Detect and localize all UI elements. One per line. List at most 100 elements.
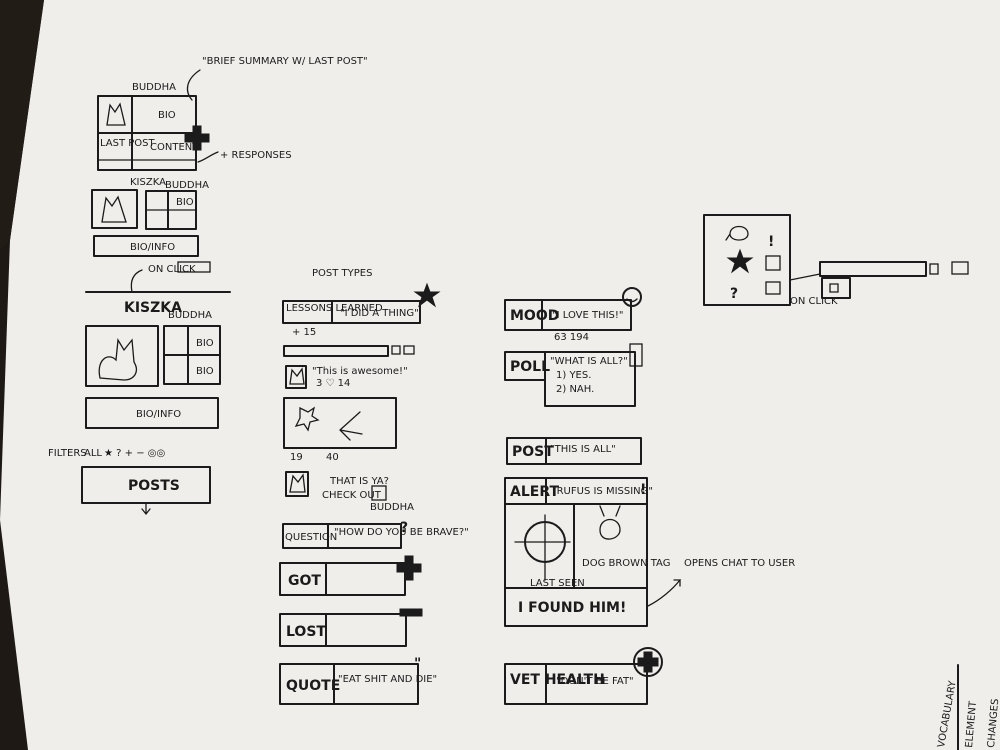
sun-icon [294, 406, 320, 432]
svg-text:THAT IS YA?: THAT IS YA? [329, 476, 389, 487]
svg-text:I FOUND HIM!: I FOUND HIM! [518, 600, 626, 616]
icon-palette [703, 214, 791, 306]
svg-text:"THIS IS ALL": "THIS IS ALL" [550, 444, 616, 455]
quote-post [279, 663, 419, 705]
dog-icon [599, 505, 621, 540]
svg-text:BIO: BIO [196, 366, 214, 377]
vet-post [504, 663, 648, 705]
svg-text:VET HEALTH: VET HEALTH [510, 672, 605, 688]
svg-text:BUDDHA: BUDDHA [168, 310, 212, 321]
svg-text:BIO: BIO [176, 197, 194, 208]
svg-text:ON CLICK: ON CLICK [790, 296, 838, 307]
svg-text:"HOW DO YOU BE BRAVE?": "HOW DO YOU BE BRAVE?" [334, 527, 469, 538]
svg-text:MOOD: MOOD [510, 308, 559, 324]
svg-text:LOST: LOST [286, 624, 326, 640]
profile-block-kiszka-expanded: KISZKA BUDDHA BIO BIO BIO/INFO FILTERS A… [48, 300, 221, 516]
svg-text:GOT: GOT [288, 573, 321, 589]
svg-text:LAST SEEN: LAST SEEN [530, 578, 585, 589]
profile-name: BUDDHA [132, 82, 176, 93]
question-post [282, 523, 402, 549]
svg-text:ON CLICK: ON CLICK [148, 264, 196, 275]
input-bar [283, 345, 389, 357]
svg-text:BIO: BIO [158, 110, 176, 121]
svg-text:"This is awesome!": "This is awesome!" [312, 366, 408, 377]
post-types-heading: POST TYPES [312, 268, 372, 279]
svg-text:POSTS: POSTS [128, 478, 180, 494]
svg-text:QUOTE: QUOTE [286, 678, 340, 694]
camera-icon [951, 261, 969, 275]
question-mark-icon: ? [400, 520, 408, 536]
svg-text:"I LOVE THIS!": "I LOVE THIS!" [552, 310, 624, 321]
plain-post [506, 437, 642, 465]
svg-text:KISZKA: KISZKA [130, 177, 166, 188]
minus-icon [399, 608, 423, 617]
bio-info-bar [85, 397, 219, 429]
svg-text:POST: POST [512, 444, 554, 460]
mood-column: MOOD "I LOVE THIS!" 63 194 POLL "WHAT IS… [504, 287, 795, 705]
svg-text:CHECK OUT: CHECK OUT [322, 490, 382, 501]
large-avatar-frame [85, 325, 159, 387]
svg-text:BUDDHA: BUDDHA [165, 180, 209, 191]
svg-text:KISZKA: KISZKA [124, 300, 182, 316]
alert-post [504, 477, 648, 627]
speech-bubble-icon [725, 225, 749, 241]
arrow-down-icon [141, 502, 151, 516]
svg-text:QUESTION: QUESTION [285, 532, 337, 543]
image-post [283, 397, 397, 449]
profile-block-kiszka-small: KISZKA BIO BUDDHA BIO/INFO ON CLICK [85, 177, 231, 293]
svg-text:2) NAH.: 2) NAH. [556, 384, 594, 395]
svg-text:63 194: 63 194 [554, 332, 589, 343]
svg-text:19: 19 [290, 452, 303, 463]
svg-text:LESSONS LEARNED: LESSONS LEARNED [286, 303, 383, 314]
svg-text:"EAT SHIT AND DIE": "EAT SHIT AND DIE" [338, 674, 437, 685]
svg-text:BIO/INFO: BIO/INFO [136, 409, 181, 420]
lost-post [279, 613, 407, 647]
plus-icon [396, 555, 422, 581]
svg-text:3 ♡ 14: 3 ♡ 14 [316, 378, 350, 389]
svg-text:ALERT: ALERT [510, 484, 559, 500]
svg-text:BIO: BIO [196, 338, 214, 349]
profile-block-buddha: BUDDHA "BRIEF SUMMARY W/ LAST POST" BIO … [97, 56, 368, 171]
filter-icons: ★ ? + − ◎◎ [104, 448, 165, 459]
brief-summary-note: "BRIEF SUMMARY W/ LAST POST" [202, 56, 368, 67]
cat-avatar-icon [101, 195, 127, 223]
svg-text:+ RESPONSES: + RESPONSES [220, 150, 292, 161]
svg-text:BUDDHA: BUDDHA [370, 502, 414, 513]
quote-icon: " [414, 656, 421, 672]
svg-text:+ 15: + 15 [292, 327, 316, 338]
svg-text:ELEMENT: ELEMENT [964, 700, 979, 748]
svg-text:POLL: POLL [510, 359, 550, 375]
medical-plus-icon [637, 651, 659, 673]
camera-icon [403, 345, 415, 355]
svg-text:40: 40 [326, 452, 339, 463]
svg-text:DOG BROWN TAG: DOG BROWN TAG [582, 558, 670, 569]
svg-text:"DON'T BE FAT": "DON'T BE FAT" [556, 676, 634, 687]
exclamation-icon: ! [640, 482, 646, 498]
lessons-post [282, 300, 421, 324]
smiley-icon [622, 287, 642, 307]
toolbar-sketch: ! ? ON CLICK [703, 214, 969, 307]
cat-avatar-icon [106, 102, 126, 126]
text-input-sketch [819, 261, 927, 277]
plus-icon [184, 125, 210, 151]
bio-info-bar [93, 235, 199, 257]
cat-avatar-icon [289, 367, 305, 385]
poll-icon [629, 343, 643, 367]
photo-icon [765, 255, 781, 271]
svg-text:CONTENT: CONTENT [150, 142, 199, 153]
svg-text:CHANGES: CHANGES [986, 698, 1000, 748]
post-types-column: POST TYPES LESSONS LEARNED "I DID A THIN… [279, 268, 469, 705]
svg-text:OPENS CHAT TO USER: OPENS CHAT TO USER [684, 558, 795, 569]
star-icon [726, 248, 754, 274]
svg-text:LAST POST: LAST POST [100, 138, 156, 149]
star-icon [413, 282, 441, 308]
svg-text:"RUFUS IS MISSING": "RUFUS IS MISSING" [552, 486, 653, 497]
svg-text:BIO/INFO: BIO/INFO [130, 242, 175, 253]
svg-text:"WHAT IS ALL?": "WHAT IS ALL?" [550, 356, 628, 367]
svg-text:"I DID A THING": "I DID A THING" [340, 308, 419, 319]
svg-text:ALL: ALL [84, 448, 102, 459]
mood-post [504, 299, 632, 331]
svg-text:1) YES.: 1) YES. [556, 370, 591, 381]
